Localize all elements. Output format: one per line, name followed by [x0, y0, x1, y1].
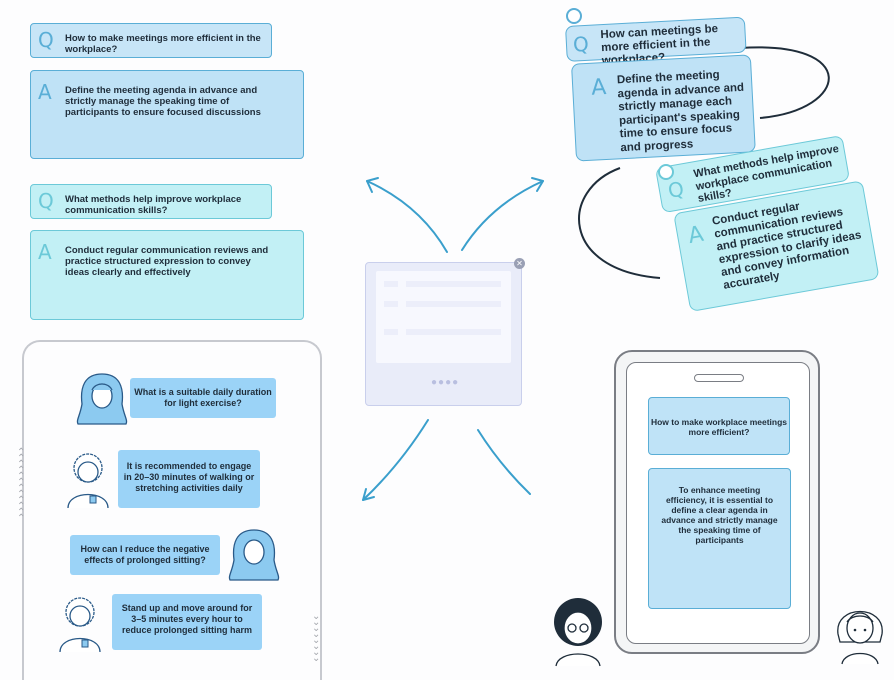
- placeholder-pager-dots: ●●●●: [431, 377, 460, 388]
- avatar: [837, 611, 883, 665]
- a-icon: A: [38, 240, 52, 264]
- phone-speaker: [694, 374, 744, 382]
- answer-text-4: Conduct regular communication reviews an…: [711, 200, 863, 292]
- q-icon: Q: [666, 176, 686, 203]
- pin-icon: [566, 8, 582, 24]
- top-right-card-1: Q How can meetings be more efficient in …: [565, 16, 757, 162]
- avatar: [554, 598, 602, 667]
- q-icon: Q: [38, 28, 54, 52]
- chat-message-3: How can I reduce the negative effects of…: [70, 535, 220, 575]
- question-text-2: What methods help improve workplace comm…: [65, 194, 242, 216]
- a-icon: A: [686, 221, 706, 250]
- answer-text-1: Define the meeting agenda in advance and…: [65, 85, 261, 118]
- answer-card-2: A Conduct regular communication reviews …: [30, 230, 304, 320]
- avatar: [228, 529, 280, 581]
- chat-message-2: It is recommended to engage in 20–30 min…: [118, 450, 260, 508]
- q-icon: Q: [38, 189, 54, 213]
- question-card-2: Q What methods help improve workplace co…: [30, 184, 272, 219]
- center-placeholder-card: ●●●●: [365, 262, 522, 406]
- answer-text-3: Define the meeting agenda in advance and…: [616, 68, 745, 154]
- q-icon: Q: [572, 31, 590, 57]
- answer-card-3: A Define the meeting agenda in advance a…: [570, 54, 756, 162]
- avatar: [67, 453, 109, 509]
- chat-message-4: Stand up and move around for 3–5 minutes…: [112, 594, 262, 650]
- placeholder-inner-panel: [376, 271, 511, 363]
- close-icon[interactable]: ✕: [514, 258, 525, 269]
- avatar: [59, 597, 101, 653]
- question-text-1: How to make meetings more efficient in t…: [65, 33, 261, 55]
- chevron-column-right: ⌄⌄⌄⌄⌄⌄⌄⌄: [312, 611, 321, 664]
- answer-text-2: Conduct regular communication reviews an…: [65, 245, 269, 278]
- pin-icon: [658, 164, 674, 180]
- phone-message-1: How to make workplace meetings more effi…: [648, 397, 790, 455]
- chevron-column-left: ⌃⌃⌃⌃⌃⌃⌃⌃⌃⌃⌃⌃: [17, 447, 26, 524]
- arrow-top-right: [461, 180, 544, 251]
- a-icon: A: [590, 74, 607, 101]
- a-icon: A: [38, 80, 52, 104]
- chat-message-1: What is a suitable daily duration for li…: [130, 378, 276, 418]
- left-phone-frame: [22, 340, 322, 680]
- answer-card-1: A Define the meeting agenda in advance a…: [30, 70, 304, 159]
- avatar: [76, 373, 128, 425]
- arrow-top-left: [366, 180, 448, 253]
- arrow-bottom-left: [362, 419, 429, 501]
- phone-message-2: To enhance meeting efficiency, it is ess…: [648, 468, 791, 609]
- arrow-bottom-right: [477, 429, 531, 495]
- question-card-1: Q How to make meetings more efficient in…: [30, 23, 272, 58]
